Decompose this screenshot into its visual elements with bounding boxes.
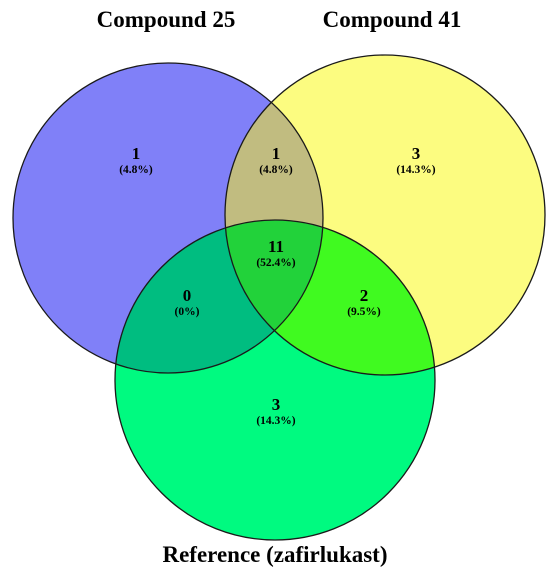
set-c-outline: [114, 219, 436, 541]
region-ab-only-percent: (4.8%): [259, 164, 293, 176]
set-a-outline: [12, 62, 324, 374]
region-ac-only-count: 0: [183, 286, 192, 305]
region-ab-only-count: 1: [272, 144, 281, 163]
region-ac-fill: [115, 220, 323, 373]
set-c-label: Reference (zafirlukast): [162, 542, 387, 567]
region-bc-fill: [225, 220, 435, 375]
set-b-label: Compound 41: [323, 7, 462, 32]
region-a-only-percent: (4.8%): [119, 164, 153, 176]
region-b-only-percent: (14.3%): [396, 164, 435, 176]
region-c-only-percent: (14.3%): [256, 415, 295, 427]
region-a-only-count: 1: [132, 144, 141, 163]
region-b-only-count: 3: [412, 144, 421, 163]
set-b-outline: [224, 54, 546, 376]
region-abc-count: 11: [268, 237, 284, 256]
region-bc-only-count: 2: [360, 286, 369, 305]
region-c-only-count: 3: [272, 395, 281, 414]
region-abc-percent: (52.4%): [256, 257, 295, 269]
region-ac-only-percent: (0%): [175, 306, 200, 318]
set-a-label: Compound 25: [97, 7, 236, 32]
region-bc-only-percent: (9.5%): [347, 306, 381, 318]
